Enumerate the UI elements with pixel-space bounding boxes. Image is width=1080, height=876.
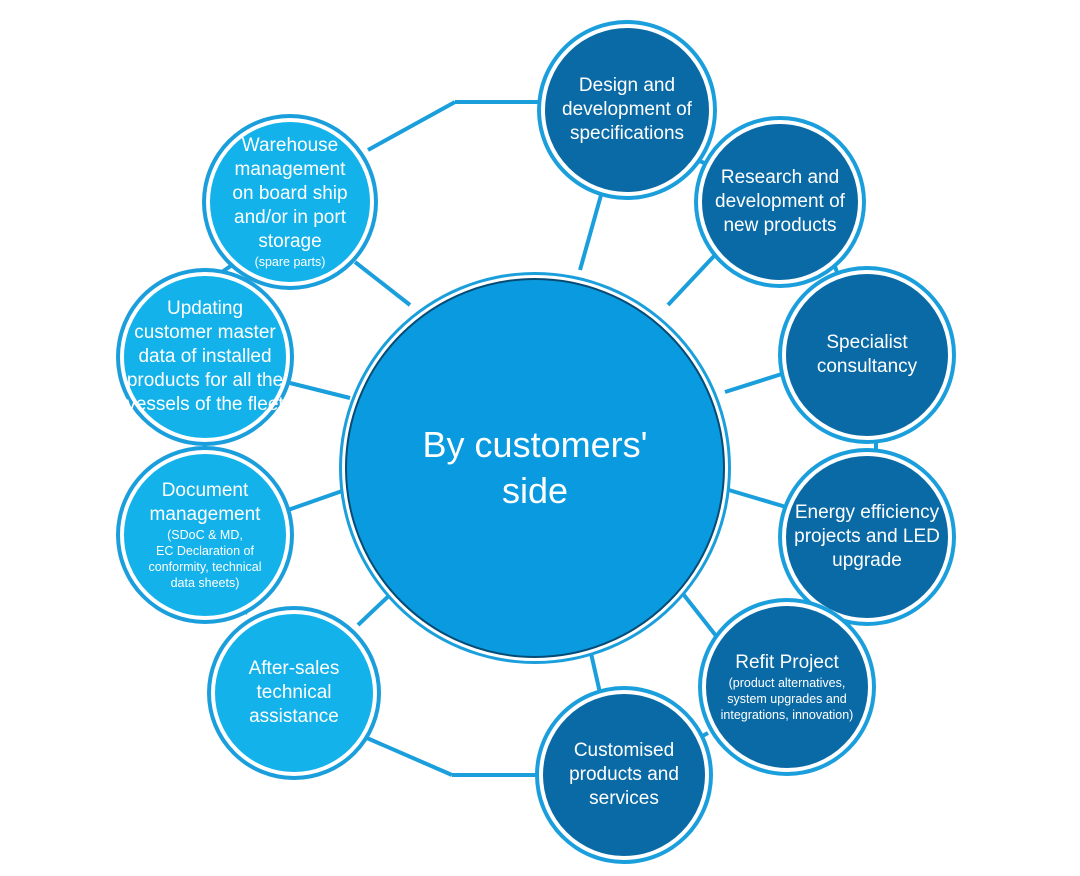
node-updating-title: Updating customer master data of install… (126, 298, 284, 415)
node-consultancy-title: Specialist consultancy (816, 332, 918, 377)
spoke-research (666, 253, 717, 307)
node-design-title: Design and development of specifications (562, 75, 692, 144)
spoke-updating (289, 381, 351, 400)
node-document-title: Document management (149, 480, 261, 525)
node-energy-title: Energy efficiency projects and LED upgra… (794, 502, 940, 571)
node-customised: Customised products and services (539, 690, 709, 860)
spoke-warehouse (353, 260, 412, 307)
node-refit-subtitle: (product alternatives, system upgrades a… (720, 676, 854, 722)
node-aftersales: After-sales technical assistance (211, 610, 377, 776)
connector-warehouse-design (367, 100, 456, 152)
node-customised-title: Customised products and services (569, 740, 679, 809)
node-document: Document management (SDoC & MD, EC Decla… (120, 450, 290, 620)
node-refit: Refit Project (product alternatives, sys… (702, 602, 872, 772)
node-document-subtitle: (SDoC & MD, EC Declaration of conformity… (148, 528, 262, 590)
node-design: Design and development of specifications (541, 24, 713, 196)
node-updating: Updating customer master data of install… (120, 272, 290, 442)
node-consultancy: Specialist consultancy (782, 270, 952, 440)
spoke-aftersales (356, 588, 397, 627)
node-research: Research and development of new products (698, 120, 862, 284)
node-warehouse-subtitle: (spare parts) (254, 255, 326, 269)
center-node: By customers' side (345, 278, 725, 658)
node-energy: Energy efficiency projects and LED upgra… (782, 452, 952, 622)
spoke-energy (721, 486, 787, 509)
node-refit-title: Refit Project (735, 652, 839, 673)
spoke-consultancy (724, 371, 786, 394)
node-aftersales-title: After-sales technical assistance (248, 658, 340, 727)
spoke-design (578, 187, 605, 271)
connector-aftersales-bend (359, 733, 453, 777)
node-research-title: Research and development of new products (715, 167, 845, 236)
connector-updating-warehouse (220, 263, 234, 274)
node-warehouse-title: Warehouse management on board ship and/o… (232, 135, 348, 252)
center-title: By customers' side (422, 424, 648, 511)
spoke-document (287, 488, 346, 512)
spoke-refit (678, 588, 726, 648)
node-warehouse: Warehouse management on board ship and/o… (206, 118, 374, 286)
